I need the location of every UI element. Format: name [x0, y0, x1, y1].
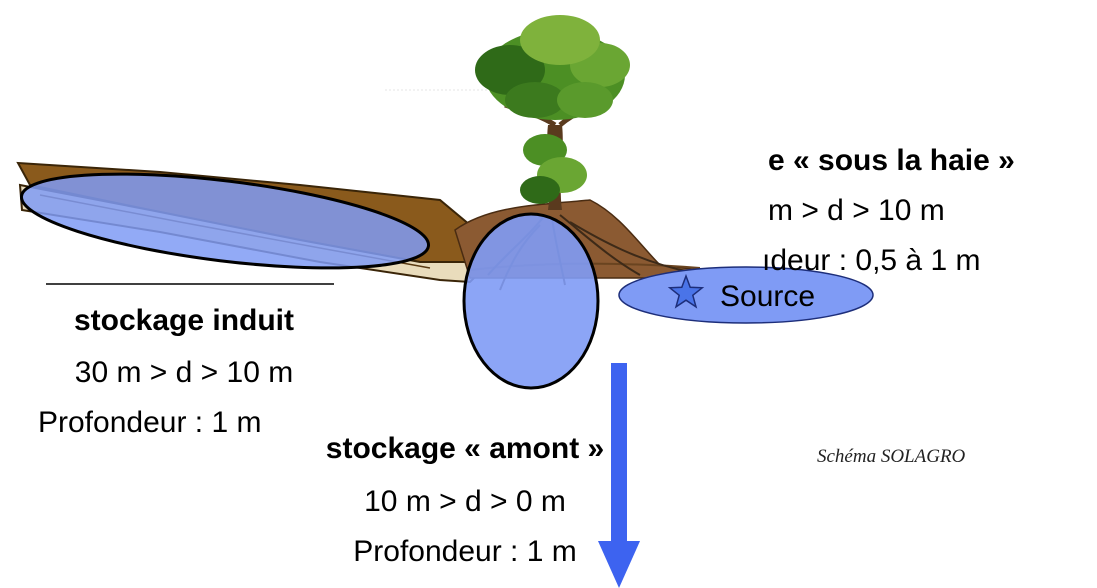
- tree-crown: [520, 15, 600, 65]
- hedge-storage-title: e « sous la haie »: [768, 144, 1015, 177]
- induced-storage-depth: Profondeur : 1 m: [38, 406, 262, 439]
- credit-label: Schéma SOLAGRO: [817, 446, 966, 467]
- upstream-storage-depth: Profondeur : 1 m: [353, 535, 577, 568]
- root: [559, 214, 641, 276]
- shrub: [520, 176, 560, 204]
- hedge-storage-distance: m > d > 10 m: [768, 194, 945, 227]
- tree-illustration: [475, 15, 630, 210]
- hedge-storage-zone: [618, 266, 874, 324]
- upstream-storage-title: stockage « amont »: [325, 432, 605, 465]
- root: [569, 221, 691, 273]
- upstream-storage-zone: [462, 212, 600, 390]
- induced-storage-distance: 30 m > d > 10 m: [74, 356, 294, 389]
- tree-crown: [505, 82, 565, 118]
- induced-storage-title: stockage induit: [73, 304, 295, 337]
- upstream-storage-distance: 10 m > d > 0 m: [364, 485, 566, 518]
- star-icon: [667, 273, 705, 309]
- induced-storage-zone: [19, 172, 431, 270]
- hedge-storage-depth: ıdeur : 0,5 à 1 m: [762, 244, 981, 277]
- source-label: Source: [720, 280, 816, 313]
- tree-crown: [475, 45, 545, 95]
- tree-crown: [557, 82, 613, 118]
- arrow-down-icon: [598, 363, 640, 588]
